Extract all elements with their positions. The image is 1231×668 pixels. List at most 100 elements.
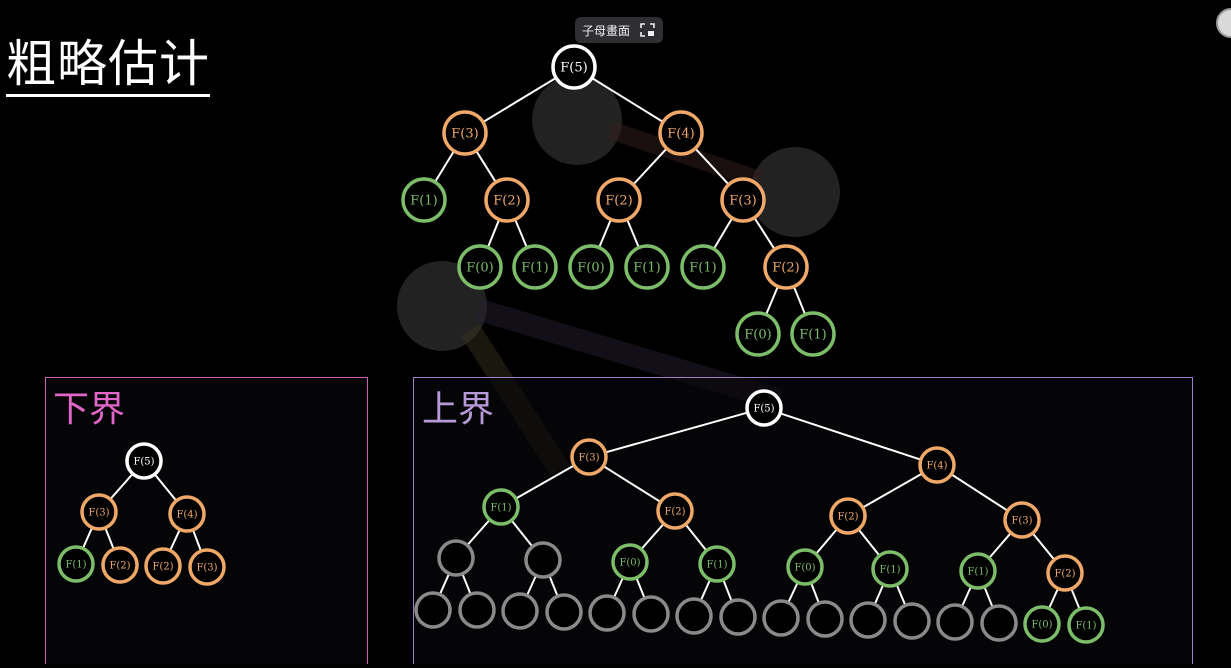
main-tree-node-label: F(2) [772,261,799,276]
main-tree-node-label: F(3) [729,194,756,209]
lower-tree-edge [192,529,202,552]
upper-tree-node-label: F(1) [706,560,727,571]
upper-bound-label: 上界 [422,389,495,430]
lower-tree-node-label: F(3) [88,508,109,519]
lower-tree-node: F(4) [168,495,206,533]
upper-tree-node-label: F(2) [1054,569,1075,580]
page-title: 粗略估计 [6,34,210,97]
upper-tree-edge [857,528,881,557]
upper-tree-edge [515,464,575,500]
upper-tree-node: F(1) [482,488,520,526]
main-tree-edge [598,218,612,249]
upper-tree-node [437,539,475,577]
lower-tree-edge [104,527,115,550]
lower-tree-node: F(1) [57,545,95,583]
main-tree-edge [753,217,776,250]
main-tree-edge [434,150,455,183]
main-tree-node: F(2) [763,244,809,290]
main-tree-node: F(5) [551,44,597,90]
upper-tree-node-label: F(2) [837,512,858,523]
upper-tree-node-label: F(0) [1031,620,1052,631]
upper-tree-node-label: F(1) [1075,621,1096,632]
main-tree-node: F(2) [596,177,642,223]
lower-tree-node: F(3) [188,548,226,586]
upper-tree-edge [602,465,662,503]
upper-tree-node: F(1) [1067,606,1105,644]
lower-tree-node-label: F(3) [196,563,217,574]
lower-tree-node-label: F(4) [176,510,197,521]
main-tree-edge [591,77,664,123]
main-tree-node: F(0) [735,311,781,357]
lower-tree-node-label: F(1) [65,560,86,571]
lower-tree-node-label: F(2) [109,561,130,572]
upper-tree-edge [722,579,733,602]
upper-tree-node [980,604,1018,642]
upper-tree-edge [438,573,451,595]
main-tree-node-label: F(3) [451,127,478,142]
lower-tree-node: F(3) [80,493,118,531]
lower-tree-edge [169,529,181,551]
upper-tree-node: F(0) [786,548,824,586]
upper-tree-node: F(2) [829,497,867,535]
upper-tree-node [632,595,670,633]
upper-tree-edge [787,581,799,604]
tree-edges [81,77,1081,610]
upper-tree-node [545,593,583,631]
lower-tree-edge [109,473,134,500]
upper-tree-edge [950,473,1009,512]
upper-tree-node: F(1) [871,550,909,588]
main-tree-node-label: F(1) [521,261,548,276]
upper-tree-node-label: F(2) [664,507,685,518]
main-tree-edge [765,285,779,316]
main-tree-node: F(4) [658,110,704,156]
upper-tree-node: F(2) [1046,554,1084,592]
lower-tree-edge [153,473,178,502]
main-tree-node-label: F(2) [493,194,520,209]
main-tree-node-label: F(1) [410,194,437,209]
upper-tree-node: F(3) [570,438,608,476]
upper-tree-edge [1048,588,1059,609]
upper-tree-node-label: F(1) [879,565,900,576]
upper-tree-node-label: F(4) [926,461,947,472]
main-tree-node: F(3) [442,110,488,156]
main-tree-node: F(0) [457,244,503,290]
upper-tree-node: F(0) [1023,605,1061,643]
upper-tree-node-label: F(1) [490,503,511,514]
main-tree-node-label: F(0) [466,261,493,276]
upper-tree-node: F(1) [959,552,997,590]
upper-tree-edge [613,577,624,598]
main-tree-node: F(3) [720,177,766,223]
lower-tree-node: F(2) [144,547,182,585]
upper-tree-edge [988,532,1012,559]
main-tree-node-label: F(2) [605,194,632,209]
upper-tree-edge [526,575,537,596]
upper-tree-node-label: F(0) [619,558,640,569]
main-tree-edge [626,218,640,249]
upper-tree-node [501,592,539,630]
upper-tree-edge [1031,532,1056,561]
main-tree-node: F(1) [401,177,447,223]
picture-in-picture-button[interactable]: 子母畫面 [575,17,663,43]
main-tree-node: F(1) [624,244,670,290]
upper-tree-node-label: F(1) [967,567,988,578]
upper-tree-node [588,594,626,632]
upper-tree-edge [684,523,708,552]
main-tree-edge [632,147,668,186]
main-tree-node: F(1) [512,244,558,290]
upper-tree-edge [873,584,885,605]
upper-tree-edge [983,586,994,608]
upper-tree-node-label: F(3) [578,453,599,464]
main-tree-node: F(2) [484,177,530,223]
main-tree-edge [475,150,497,183]
upper-tree-edge [779,412,922,461]
lower-bound-label: 下界 [53,389,126,430]
upper-tree-node [936,603,974,641]
upper-tree-node: F(4) [918,446,956,484]
upper-tree-node: F(0) [611,543,649,581]
upper-tree-node [762,599,800,637]
main-tree-node-label: F(1) [633,261,660,276]
upper-tree-node [806,600,844,638]
main-tree-edge [792,286,807,315]
